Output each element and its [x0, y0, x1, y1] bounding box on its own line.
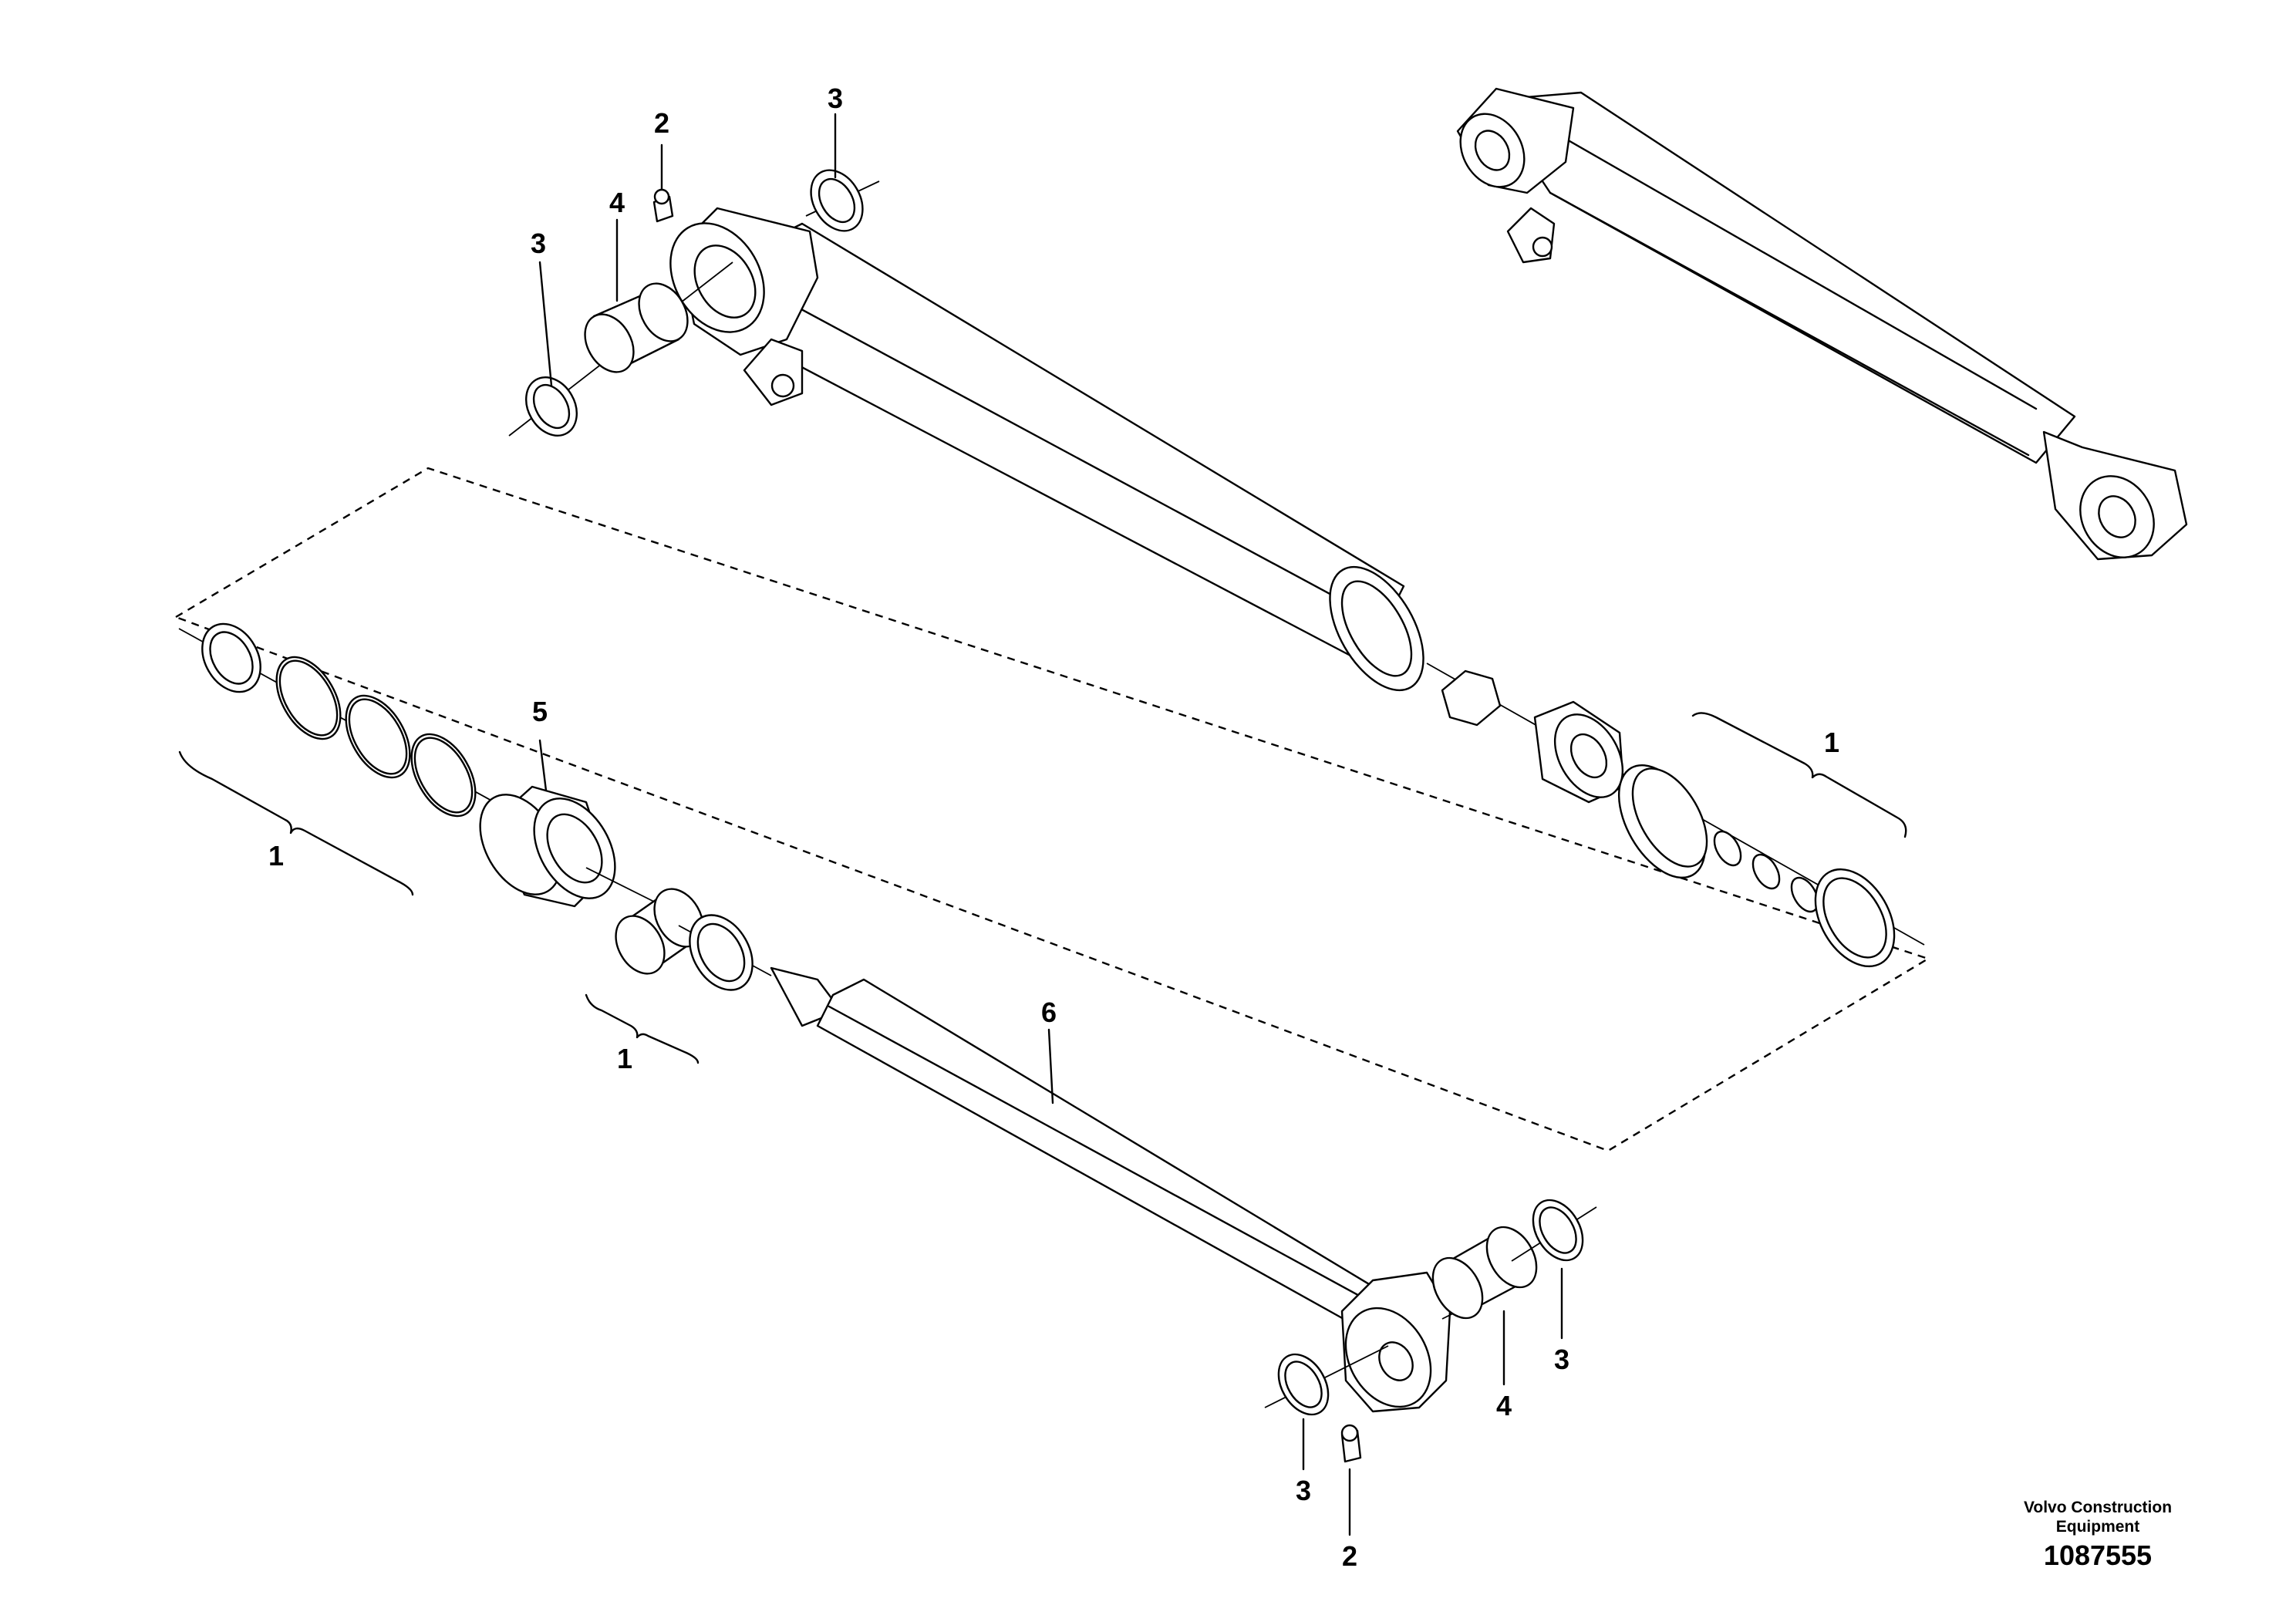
left-seal-stack [178, 622, 502, 818]
drawing-number: 1087555 [2043, 1539, 2153, 1571]
callout-5: 5 [532, 696, 548, 727]
callout-1-left: 1 [268, 840, 284, 872]
manufacturer-caption: Volvo Construction Equipment [1967, 1498, 2229, 1536]
callout-2-top: 2 [654, 107, 669, 139]
bottom-parts [1264, 1199, 1597, 1463]
callout-1-middle: 1 [617, 1043, 632, 1074]
cylinder-tube [669, 207, 1424, 692]
rod-guide [479, 785, 656, 908]
right-seal-stack [1426, 663, 1925, 968]
seal-kit-outline [174, 467, 1930, 1152]
callout-numbers: 1 1 1 2 2 3 3 3 3 4 4 5 6 [268, 83, 1839, 1572]
callout-3-bottom-right: 3 [1554, 1344, 1569, 1375]
piston-rod [770, 966, 1451, 1413]
assembled-cylinder [1456, 87, 2188, 561]
callout-6: 6 [1041, 996, 1057, 1028]
callout-3-top-left: 3 [531, 228, 546, 259]
manufacturer-line-1: Volvo Construction [2023, 1499, 2173, 1516]
manufacturer-line-2: Equipment [2055, 1518, 2140, 1536]
callout-3-bottom-left: 3 [1296, 1475, 1311, 1506]
callout-4-bottom: 4 [1496, 1390, 1512, 1421]
middle-bushing-ring [615, 888, 772, 991]
callout-2-bottom: 2 [1342, 1540, 1357, 1572]
callout-4-top: 4 [609, 187, 625, 218]
callout-1-right: 1 [1824, 727, 1839, 758]
leader-lines [178, 113, 1907, 1536]
callout-3-top-right: 3 [828, 83, 843, 114]
top-left-parts [508, 169, 880, 437]
